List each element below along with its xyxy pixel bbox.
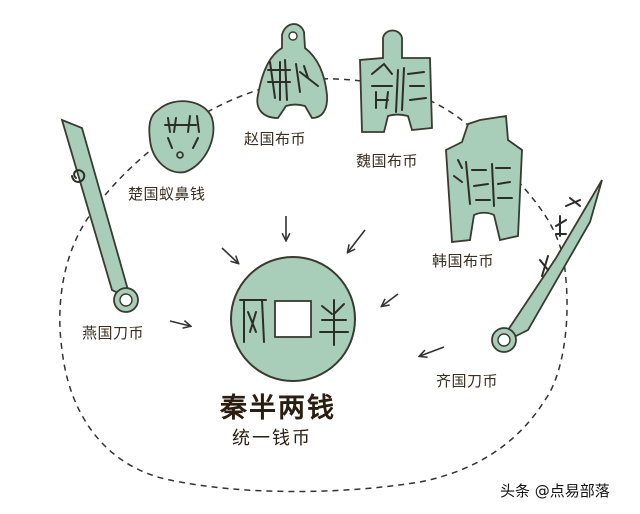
- label-zhao: 赵国布币: [244, 130, 307, 148]
- qin-banliang-coin: [230, 256, 356, 382]
- label-chu: 楚国蚁鼻钱: [128, 185, 206, 203]
- zhao-spade-coin: [256, 23, 328, 119]
- wei-spade-coin: [359, 29, 433, 133]
- arrow-from-han: [382, 293, 399, 306]
- convergence-arrows: [169, 216, 445, 356]
- arrow-from-qi: [420, 346, 445, 356]
- label-wei: 魏国布币: [356, 152, 419, 170]
- chu-ant-nose-coin: [148, 100, 215, 174]
- han-spade-coin: [445, 114, 523, 243]
- arrow-from-yan: [169, 321, 190, 326]
- center-subtitle: 统一钱币: [232, 428, 312, 449]
- arrow-from-chu: [221, 247, 238, 263]
- label-qi: 齐国刀币: [436, 372, 499, 390]
- qi-knife-coin: [491, 179, 603, 353]
- label-han: 韩国布币: [432, 252, 495, 270]
- center-title: 秦半两钱: [220, 393, 336, 424]
- label-yan: 燕国刀币: [82, 324, 145, 342]
- arrow-from-wei: [348, 229, 366, 252]
- watermark: 头条 @点易部落: [500, 482, 610, 500]
- yan-knife-coin: [60, 118, 139, 313]
